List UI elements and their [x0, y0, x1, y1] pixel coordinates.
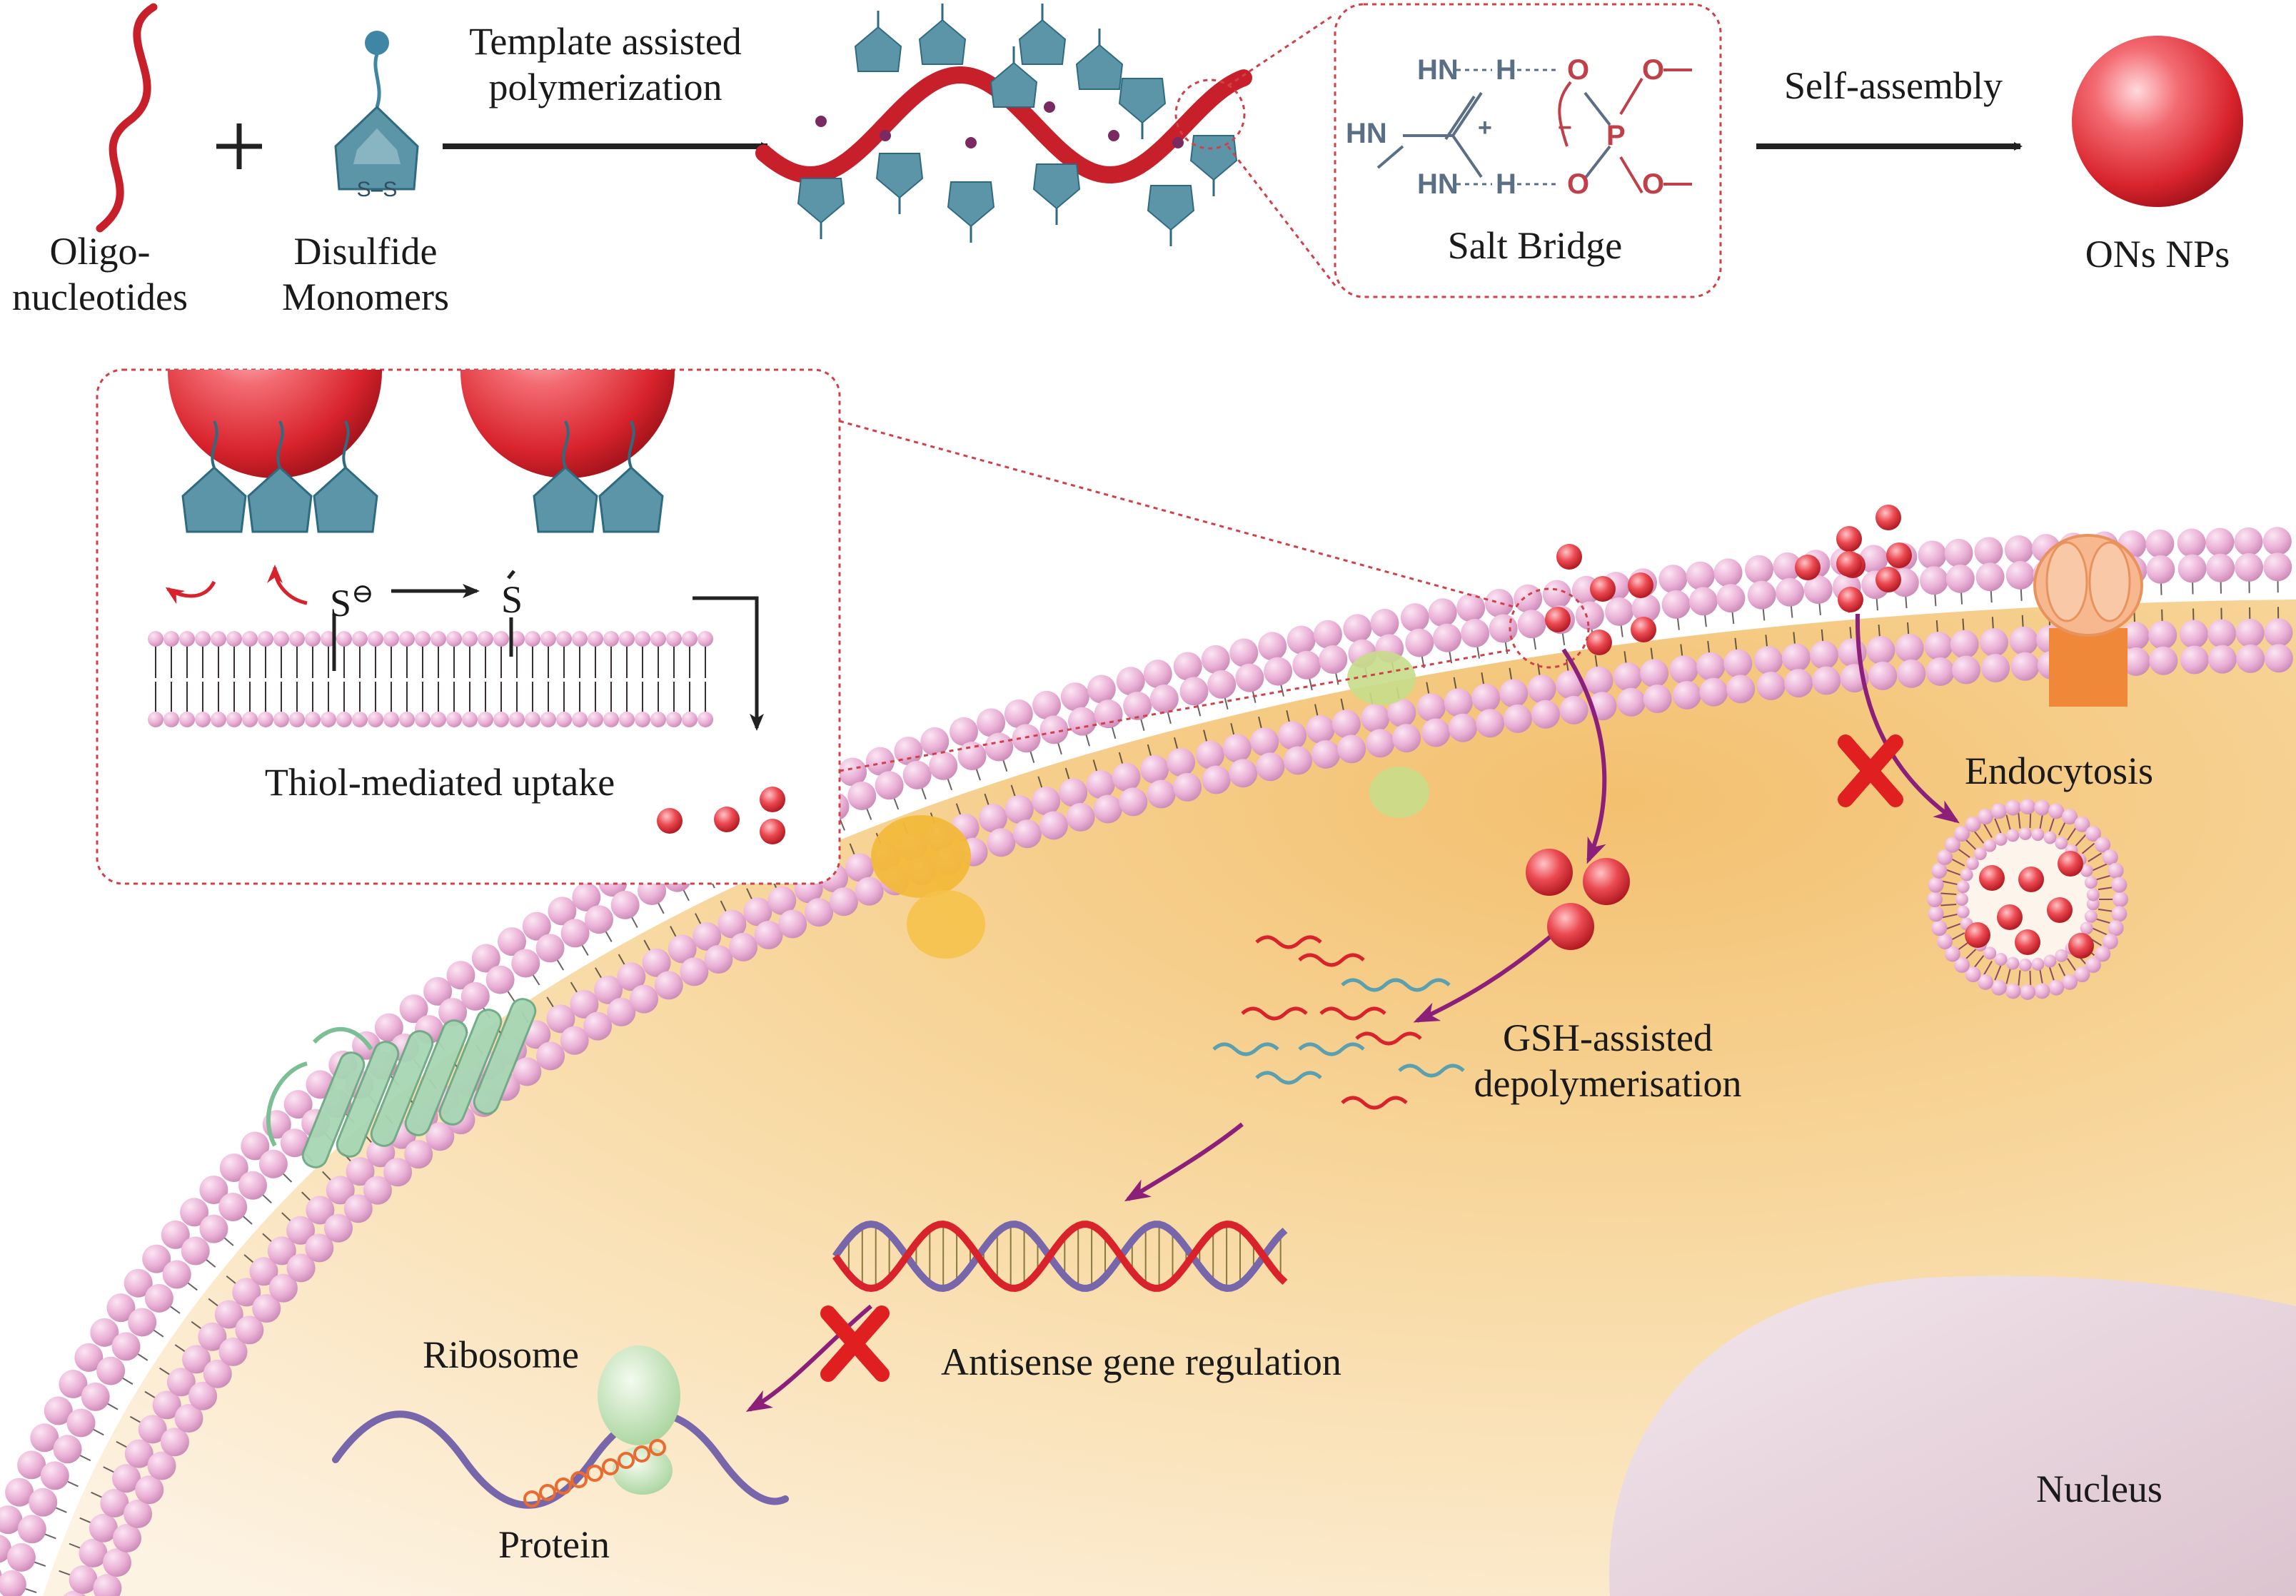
thiolate-s: S [330, 582, 352, 625]
uptake-site-highlight [1509, 587, 1590, 669]
oligonucleotides-label-line2: nucleotides [12, 276, 188, 318]
protein-chain-icon [523, 1439, 666, 1507]
salt-bridge-connector-top [1227, 13, 1336, 87]
gsh-label-line2: depolymerisation [1474, 1062, 1742, 1105]
oligonucleotide-strand-icon [96, 3, 158, 233]
salt-bridge-h-bottom: H [1496, 168, 1516, 200]
inset-nanoparticle-left [168, 370, 382, 478]
inhibition-cross-icon [1838, 734, 1903, 807]
salt-bridge-o2: O [1642, 54, 1665, 86]
dna-duplex-icon [832, 1220, 1288, 1293]
to-ribosome-arrow [745, 1304, 872, 1413]
salt-bridge-connector-bottom [1227, 146, 1336, 286]
polymer-zoom-circle [1174, 79, 1246, 150]
salt-bridge-h-top: H [1496, 54, 1516, 86]
polymerization-label-line1: Template assisted [469, 20, 742, 63]
monomers-label-line1: Disulfide [293, 230, 438, 273]
antisense-label: Antisense gene regulation [941, 1340, 1341, 1383]
internalized-nanoparticles [1526, 849, 1630, 950]
inset-connector-bottom [839, 648, 1514, 772]
endocytosis-arrow [1855, 613, 1960, 824]
membrane-protein-green [1347, 651, 1429, 818]
bound-s-label: S [501, 578, 523, 621]
salt-bridge-plus: + [1478, 114, 1492, 141]
polymer-duplex-icon [755, 4, 1252, 246]
uptake-arrow [1561, 648, 1607, 864]
salt-bridge-title: Salt Bridge [1447, 224, 1623, 267]
monomer-s-s: S‒S [357, 178, 398, 201]
inhibition-cross-icon [820, 1305, 890, 1382]
nucleus [1609, 1276, 2296, 1596]
gsh-label-line1: GSH-assisted [1502, 1016, 1713, 1059]
membrane-protein-yellow [871, 815, 985, 959]
salt-bridge-o3: O [1567, 168, 1590, 200]
inset-nanoparticle-right [460, 370, 675, 478]
nanoparticle-icon [2072, 36, 2243, 207]
salt-bridge-minus: − [1558, 114, 1572, 141]
disulfide-monomer-icon [334, 31, 419, 191]
endocytosis-label: Endocytosis [1965, 749, 2153, 792]
depolymerisation-arrow [1413, 929, 1558, 1023]
nucleus-label: Nucleus [2036, 1468, 2162, 1510]
thiolate-label: S⊖ [330, 571, 374, 626]
thiol-uptake-label: Thiol-mediated uptake [264, 761, 615, 804]
salt-bridge-hn-left: HN [1346, 118, 1387, 149]
ribosome-label: Ribosome [423, 1333, 580, 1376]
salt-bridge-box [1334, 3, 1722, 298]
thiol-uptake-inset [96, 368, 841, 885]
monomers-label-line2: Monomers [282, 276, 449, 318]
polymerization-label-line2: polymerization [488, 66, 722, 108]
monomers-label: Disulfide Monomers [282, 228, 449, 320]
polymerization-label: Template assisted polymerization [469, 19, 742, 110]
thiolate-charge: ⊖ [351, 579, 374, 609]
oligonucleotides-label: Oligo- nucleotides [12, 228, 188, 320]
channel-protein-icon [2033, 534, 2143, 707]
salt-bridge-p: P [1606, 120, 1626, 151]
to-dna-arrow [1124, 1122, 1244, 1202]
gsh-depolymerisation-label: GSH-assisted depolymerisation [1474, 1015, 1742, 1106]
salt-bridge-o4: O [1642, 168, 1665, 200]
self-assembly-label: Self-assembly [1784, 64, 2003, 107]
inset-connector-top [839, 420, 1514, 608]
receptor-protein-icon [266, 998, 537, 1168]
oligonucleotides-label-line1: Oligo- [49, 230, 151, 273]
salt-bridge-hn-top: HN [1417, 54, 1459, 86]
protein-label: Protein [498, 1523, 610, 1566]
inset-disulfide-monomers [181, 420, 664, 533]
depolymerised-fragments [1212, 935, 1465, 1110]
plus-sign [216, 123, 262, 169]
salt-bridge-hn-bottom: HN [1417, 168, 1459, 200]
endosome-icon [1927, 799, 2128, 1000]
nanoparticles-label: ONs NPs [2085, 233, 2230, 276]
salt-bridge-o1: O [1567, 54, 1590, 86]
ribosome-icon [598, 1345, 680, 1495]
extracellular-nanoparticles [1545, 505, 1912, 655]
